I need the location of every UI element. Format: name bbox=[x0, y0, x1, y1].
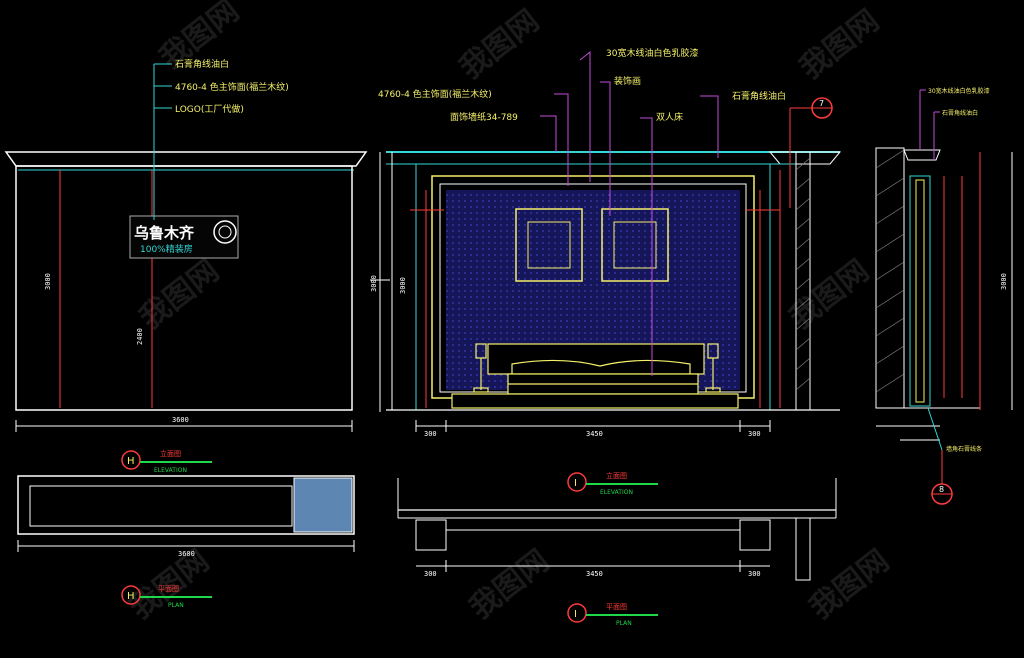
plan-wall-section bbox=[795, 517, 811, 581]
section-panel-inner bbox=[915, 179, 925, 403]
dim-height-label-right: 3000 bbox=[370, 275, 378, 292]
logo-emblem bbox=[213, 220, 237, 244]
center-elevation: 3000 300 3450 300 30宽木线油白色乳胶漆 4760-4 色主饰… bbox=[378, 47, 842, 496]
watermark-text: 我图网 bbox=[793, 3, 885, 86]
material-label: 石膏角线油白 bbox=[732, 90, 786, 102]
dim-inner-label: 2400 bbox=[136, 328, 144, 345]
section-callout-number: 8 bbox=[939, 485, 944, 494]
view-tag-letter: H bbox=[127, 456, 135, 467]
view-tag-sub: PLAN bbox=[616, 620, 632, 627]
view-tag-title: 平面图 bbox=[158, 585, 179, 593]
right-section: 3000 30宽木线油白色乳胶漆 石膏角线油白 墙角石膏线条 8 bbox=[875, 87, 1013, 505]
material-label: 30宽木线油白色乳胶漆 bbox=[606, 47, 698, 59]
dim-height-label: 3000 bbox=[399, 277, 407, 294]
dim-width-label: 3600 bbox=[178, 550, 195, 558]
watermark-text: 我图网 bbox=[783, 253, 875, 336]
material-label: 石膏角线油白 bbox=[175, 58, 229, 70]
left-plan: 3600 H 平面图 PLAN bbox=[17, 475, 355, 609]
material-label: 30宽木线油白色乳胶漆 bbox=[928, 87, 990, 95]
plan-pilaster bbox=[415, 519, 447, 551]
view-tag-title: 立面图 bbox=[160, 449, 181, 458]
view-tag-circle bbox=[567, 603, 587, 623]
left-elevation: 3000 2400 3000 乌鲁木齐 100%精装房 石膏角线油白 4760-… bbox=[4, 58, 390, 474]
section-crown bbox=[903, 149, 941, 161]
logo-emblem-inner bbox=[218, 225, 232, 239]
view-tag-sub: PLAN bbox=[168, 602, 184, 609]
dim-height-label: 3000 bbox=[44, 273, 52, 290]
wall-panel bbox=[15, 165, 353, 411]
leader-lines bbox=[540, 50, 719, 376]
material-label: 装饰画 bbox=[614, 75, 641, 87]
view-tag-sub: ELEVATION bbox=[154, 467, 187, 474]
section-callout-number: 7 bbox=[819, 99, 824, 108]
material-label: 面饰墙纸34-789 bbox=[450, 111, 518, 123]
dim-bottom-label: 300 bbox=[748, 430, 761, 438]
view-tag-letter: I bbox=[574, 478, 577, 489]
material-label: 石膏角线油白 bbox=[942, 109, 978, 117]
material-label: 4760-4 色主饰面(福兰木纹) bbox=[175, 81, 289, 93]
material-label: 双人床 bbox=[656, 111, 683, 123]
section-wall bbox=[875, 147, 905, 409]
dim-height-label: 3000 bbox=[1000, 273, 1008, 290]
leader-line bbox=[927, 407, 943, 451]
wall-section bbox=[795, 151, 811, 411]
dim-bottom-label: 3450 bbox=[586, 570, 603, 578]
decorative-painting bbox=[601, 208, 669, 282]
wall-hatch bbox=[795, 157, 811, 391]
view-tag-sub: ELEVATION bbox=[600, 489, 633, 496]
logo-subtext: 100%精装房 bbox=[140, 243, 193, 255]
logo-text: 乌鲁木齐 bbox=[134, 224, 195, 242]
plan-pilaster bbox=[739, 519, 771, 551]
view-tag-letter: H bbox=[127, 591, 135, 602]
plan-inner bbox=[29, 485, 293, 527]
view-tag-title: 立面图 bbox=[606, 471, 627, 480]
double-bed bbox=[451, 343, 739, 409]
section-hatch bbox=[875, 149, 905, 393]
decorative-painting-inner bbox=[613, 221, 657, 269]
decorative-painting-inner bbox=[527, 221, 571, 269]
material-label: 墙角石膏线条 bbox=[946, 445, 982, 453]
plan-column bbox=[293, 477, 353, 533]
view-tag-title: 平面图 bbox=[606, 603, 627, 611]
dim-bottom-label: 300 bbox=[424, 430, 437, 438]
center-plan: 300 3450 300 I 平面图 PLAN bbox=[397, 478, 837, 627]
view-tag-letter: I bbox=[574, 609, 577, 620]
watermark-text: 我图网 bbox=[463, 543, 555, 626]
crown-molding bbox=[4, 151, 368, 167]
view-tag-circle bbox=[121, 450, 141, 470]
crown-molding bbox=[768, 151, 842, 165]
plan-outline bbox=[17, 475, 355, 535]
view-tag-circle bbox=[121, 585, 141, 605]
dim-width-label: 3600 bbox=[172, 416, 189, 424]
decorative-painting bbox=[515, 208, 583, 282]
dim-bottom-label: 3450 bbox=[586, 430, 603, 438]
dim-bottom-label: 300 bbox=[748, 570, 761, 578]
material-label: 4760-4 色主饰面(福兰木纹) bbox=[378, 88, 492, 100]
material-label: LOGO(工厂代做) bbox=[175, 103, 244, 115]
watermark-text: 我图网 bbox=[133, 253, 225, 336]
watermark-text: 我图网 bbox=[453, 3, 545, 86]
dim-bottom-label: 300 bbox=[424, 570, 437, 578]
view-tag-circle bbox=[567, 472, 587, 492]
watermark-text: 我图网 bbox=[803, 543, 895, 626]
section-panel bbox=[909, 175, 931, 407]
